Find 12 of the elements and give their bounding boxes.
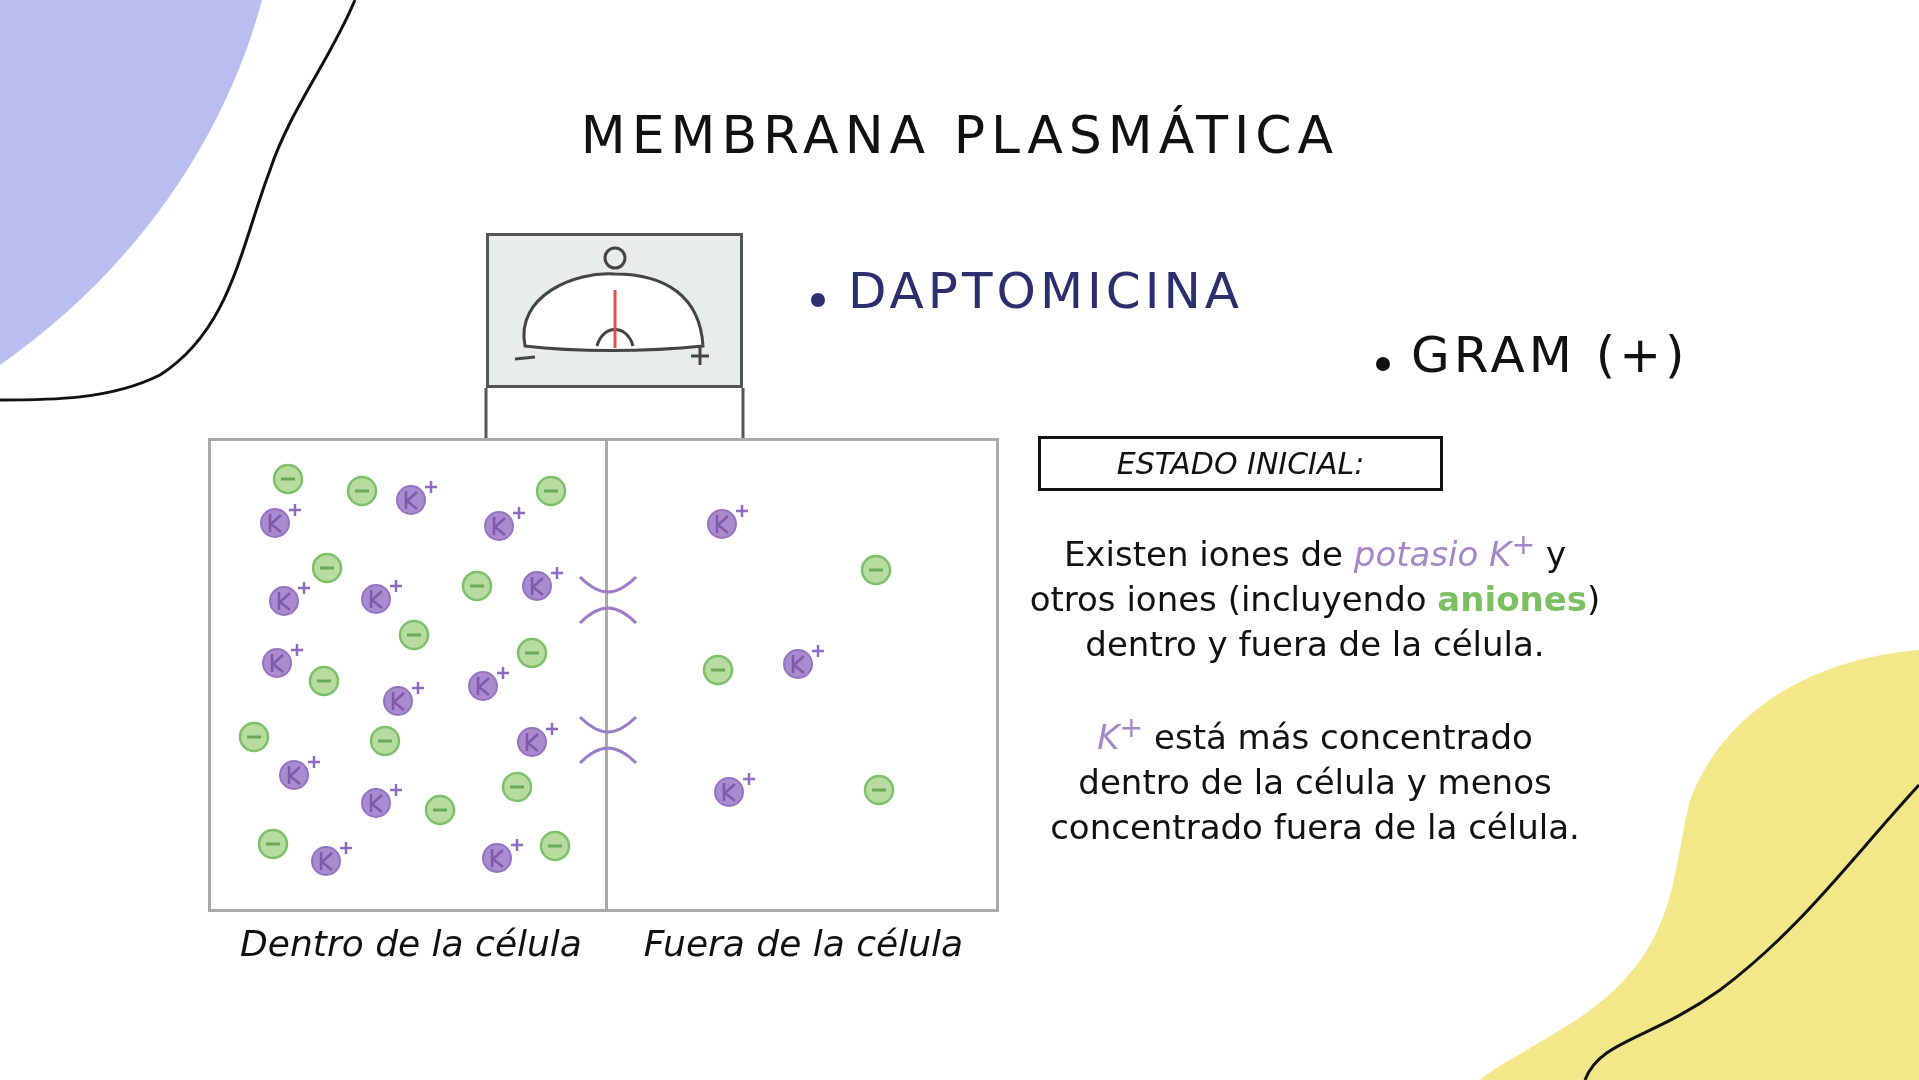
title: MEMBRANA PLASMÁTICA xyxy=(579,105,1341,165)
paragraph: Existen iones de potasio K$^{+}$ y otros iones (incluyendo aniones) dentro y fuera de la célula. xyxy=(1028,527,1602,667)
wire xyxy=(741,388,745,438)
paragraph: K$^{+}$ está más concentrado dentro de la célula y menos concentrado fuera de la célula. xyxy=(1049,710,1581,850)
bullet-text: DAPTOMICINA xyxy=(848,262,1244,320)
wire xyxy=(484,388,488,438)
heading-text: ESTADO INICIAL: xyxy=(1116,446,1365,481)
heading-box xyxy=(1038,436,1443,491)
compartment-label: Dentro de la célula xyxy=(239,923,583,964)
bullet-text: GRAM (+) xyxy=(1411,326,1689,384)
compartment-label: Fuera de la célula xyxy=(642,923,965,964)
voltmeter xyxy=(486,233,743,388)
